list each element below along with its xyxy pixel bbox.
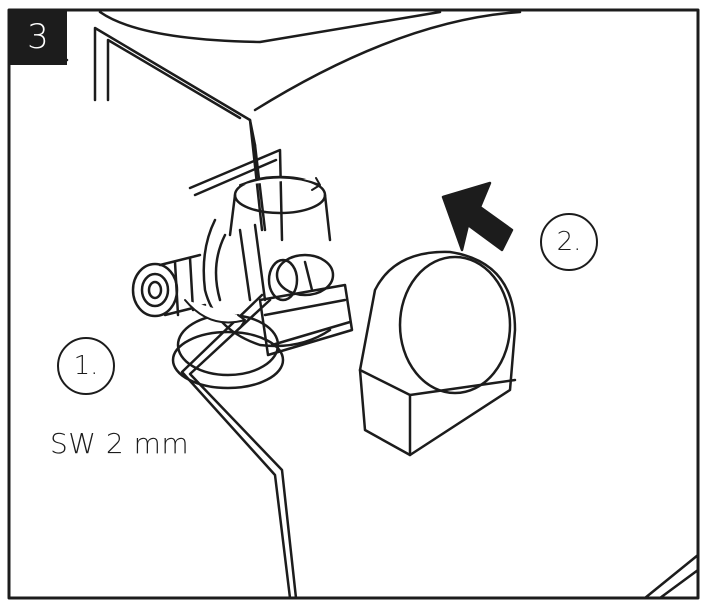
appliance-top-edge bbox=[58, 10, 442, 64]
rotation-arrow bbox=[184, 176, 321, 329]
appliance-curve bbox=[253, 10, 522, 112]
hex-key bbox=[180, 148, 298, 600]
step-number-badge: 3 bbox=[9, 10, 67, 65]
valve-assembly bbox=[131, 175, 354, 390]
bracket-rod-right bbox=[248, 118, 267, 232]
appliance-bottom-corner-inner bbox=[658, 568, 700, 600]
cover-cap bbox=[358, 250, 517, 457]
push-arrow bbox=[441, 181, 514, 252]
illustration-frame bbox=[7, 8, 700, 600]
bracket-rod bbox=[93, 26, 257, 147]
appliance-bottom-corner bbox=[643, 553, 700, 600]
tool-size-label: SW 2 mm bbox=[50, 427, 190, 460]
callout-1: 1. bbox=[57, 337, 115, 395]
callout-2: 2. bbox=[540, 213, 598, 271]
